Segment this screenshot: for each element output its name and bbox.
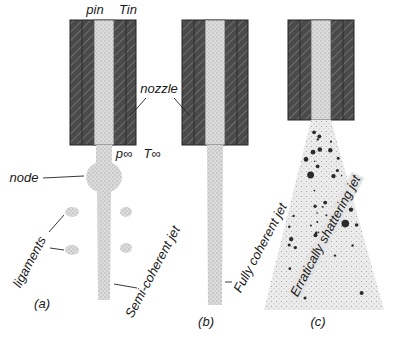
drop: [316, 221, 318, 223]
drop: [322, 206, 324, 208]
ligament: [120, 243, 132, 253]
drop: [294, 246, 297, 249]
drop: [331, 174, 335, 178]
drop: [328, 148, 332, 152]
drop: [342, 220, 350, 228]
drop: [288, 243, 291, 246]
drop: [288, 267, 291, 270]
drop: [336, 169, 339, 172]
drop: [316, 164, 320, 168]
nozzle-c: [288, 20, 354, 120]
drop: [341, 175, 343, 177]
pressure-label: p∞: [116, 147, 133, 161]
drop: [310, 224, 312, 226]
temperature-label: T∞: [143, 147, 160, 161]
drop: [330, 141, 332, 143]
ligament: [65, 245, 79, 255]
drop: [349, 207, 353, 211]
nozzle-b: [182, 20, 248, 145]
drop: [312, 130, 316, 134]
part-name: node: [10, 171, 39, 185]
drop: [304, 157, 309, 162]
ligament: [120, 207, 132, 217]
drop: [318, 147, 323, 152]
part-name: nozzle: [140, 82, 178, 96]
drop: [314, 190, 316, 192]
drop: [317, 135, 321, 139]
drop: [314, 160, 316, 162]
drop: [288, 225, 291, 228]
panel-letter: (c): [310, 315, 325, 329]
drop: [289, 237, 293, 241]
temperature-label: Tin: [119, 3, 137, 17]
part-name: ligaments: [11, 234, 49, 290]
nozzle-a: [70, 20, 136, 145]
drop: [323, 201, 327, 205]
drop: [304, 297, 307, 300]
ligament: [65, 207, 79, 217]
drop: [307, 172, 314, 179]
drop: [360, 291, 364, 295]
pressure-label: pin: [86, 3, 103, 17]
drop: [334, 254, 336, 256]
drop: [305, 157, 307, 159]
semi-coherent-jet: [65, 145, 132, 300]
drop: [337, 157, 340, 160]
drop: [355, 223, 359, 227]
panel-letter: (a): [34, 297, 50, 311]
drop: [317, 138, 319, 140]
drop: [351, 244, 353, 246]
regime-name: Semi-coherent jet: [123, 224, 183, 321]
drop: [292, 215, 294, 217]
drop: [313, 205, 316, 208]
drop: [316, 212, 318, 214]
panel-letter: (b): [198, 315, 214, 329]
drop: [311, 150, 316, 155]
fully-coherent-jet: [207, 145, 223, 305]
leader-lines: [43, 98, 232, 288]
